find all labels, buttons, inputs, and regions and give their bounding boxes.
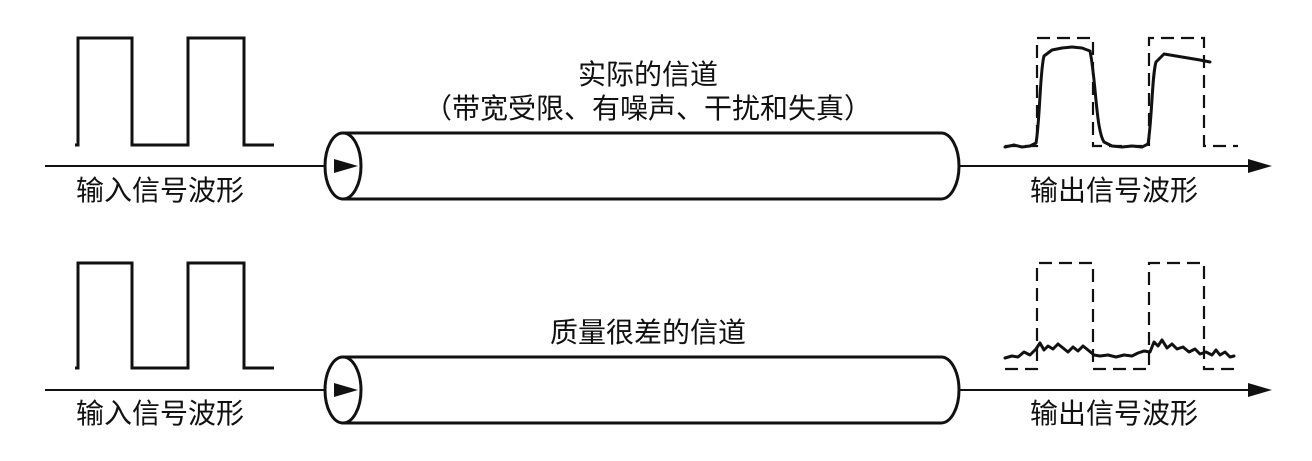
- output-label: 输出信号波形: [1030, 174, 1198, 207]
- output-arrowhead: [1248, 383, 1272, 397]
- channel-tube: [341, 355, 961, 425]
- output-distorted-wave: [1003, 45, 1212, 149]
- channel-title-detail: （带宽受限、有噪声、干扰和失真）: [424, 92, 872, 125]
- channel-title: 质量很差的信道: [550, 316, 746, 349]
- input-label: 输入信号波形: [76, 174, 244, 207]
- input-square-wave: [75, 261, 274, 370]
- channel-tube: [341, 131, 961, 201]
- output-label: 输出信号波形: [1030, 397, 1198, 430]
- input-label: 输入信号波形: [76, 397, 244, 430]
- tube-inner-arrowhead: [334, 383, 358, 397]
- row-poor-channel: 质量很差的信道 输入信号波形 输出信号波形: [45, 261, 1272, 430]
- row-actual-channel: 实际的信道 （带宽受限、有噪声、干扰和失真） 输入信号波形 输出信号波形: [45, 36, 1272, 207]
- channel-title: 实际的信道: [578, 58, 718, 91]
- reference-pulse-dashed: [1005, 261, 1238, 371]
- input-square-wave: [75, 36, 274, 147]
- output-arrowhead: [1248, 159, 1272, 173]
- tube-inner-arrowhead: [334, 159, 358, 173]
- output-noisy-wave: [1003, 338, 1236, 360]
